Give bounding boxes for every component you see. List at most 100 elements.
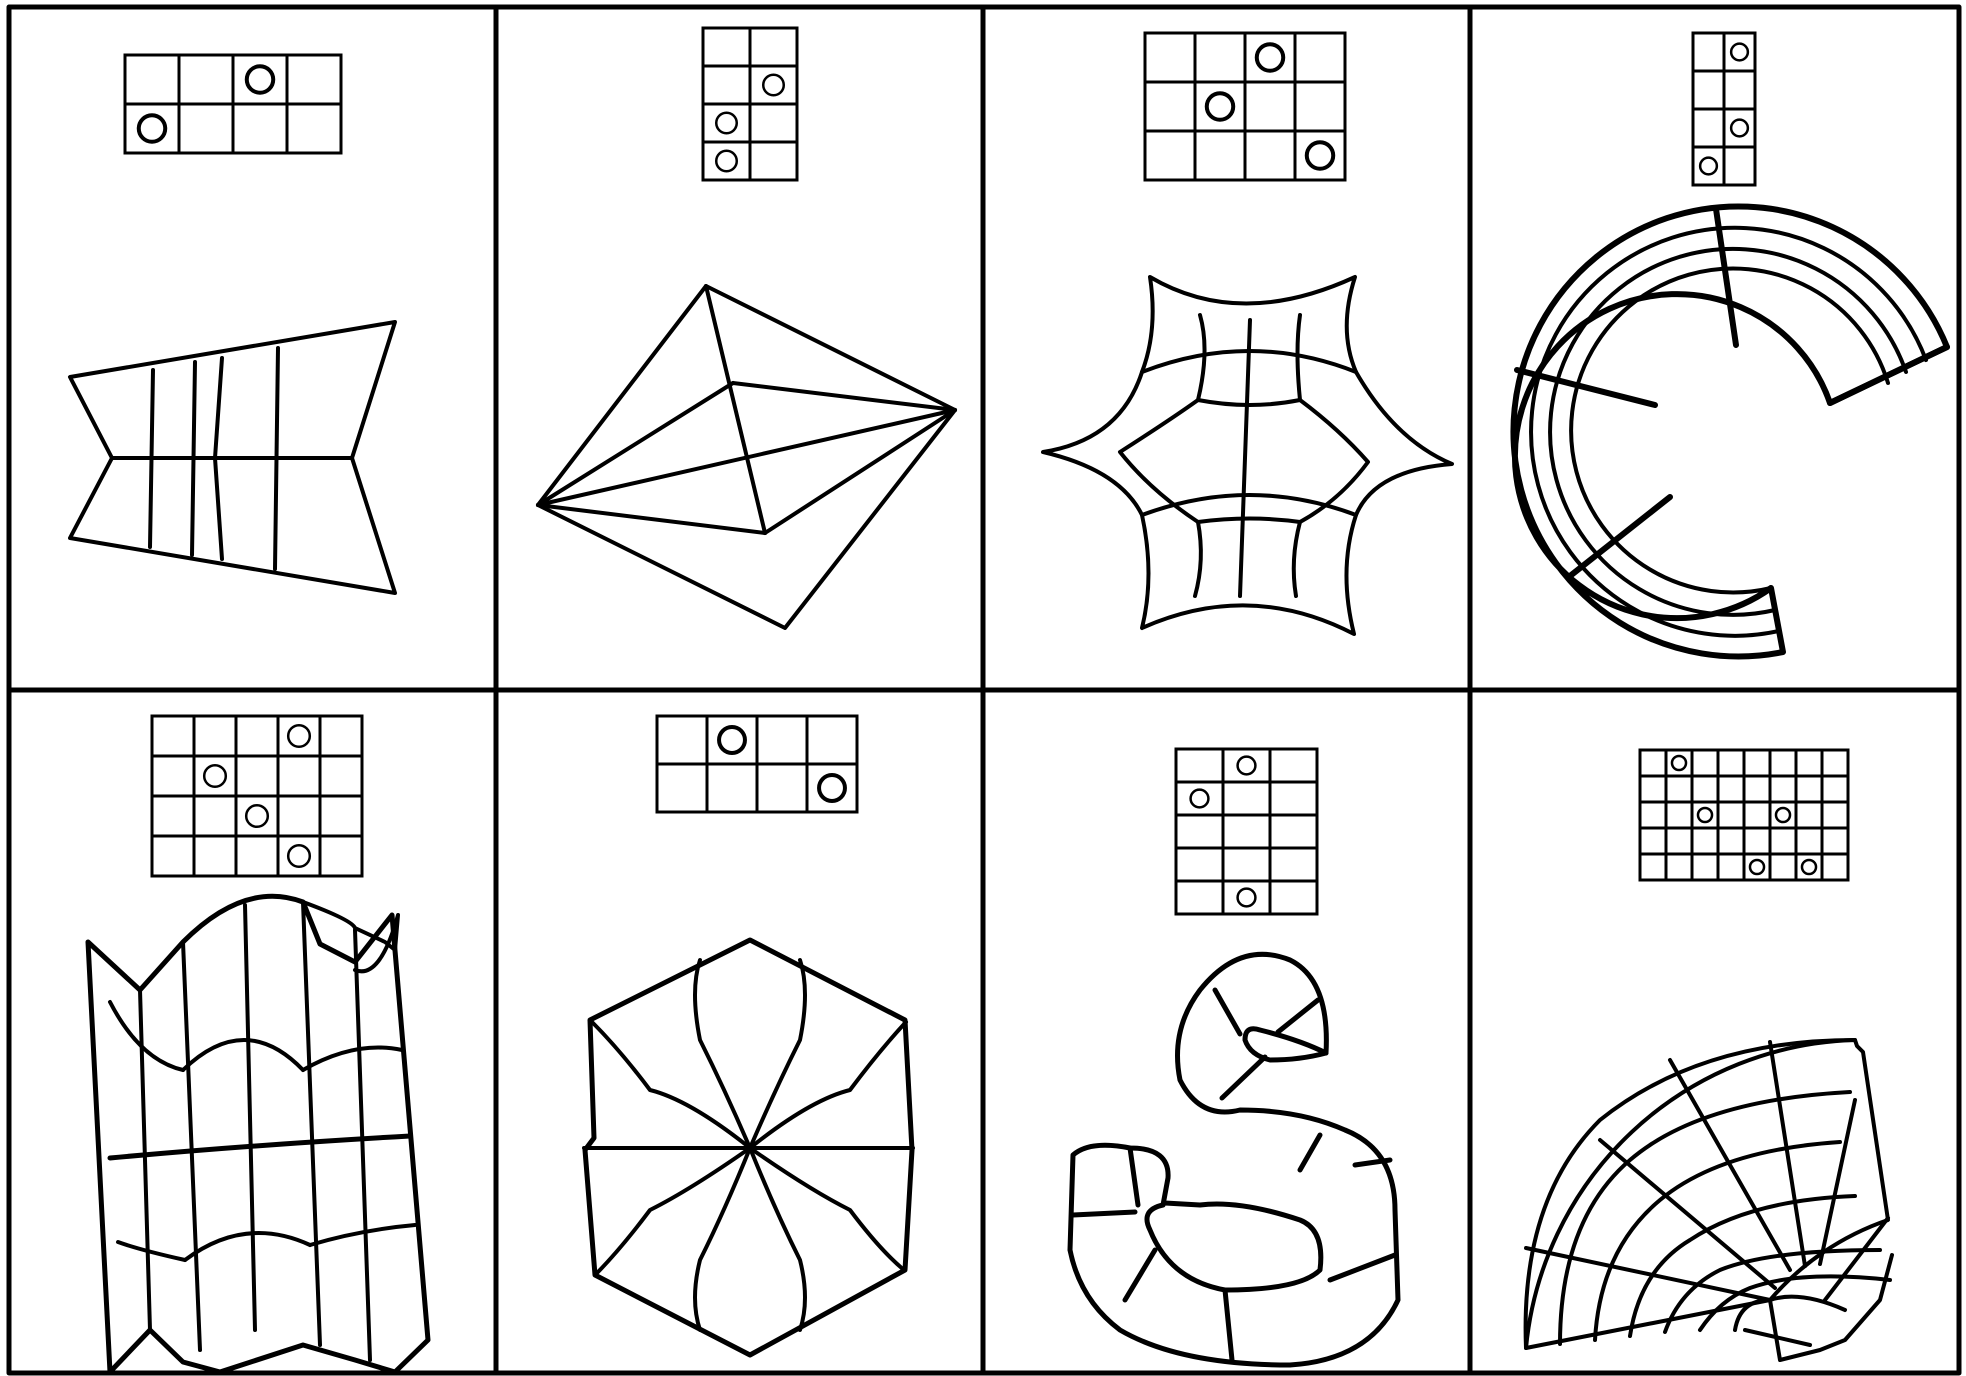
card-2 [538, 28, 955, 628]
grid-circle-marker [716, 151, 737, 172]
grid-cell [1822, 776, 1848, 802]
grid-cell [1666, 750, 1692, 776]
grid-cell [703, 28, 750, 66]
grid-cell [703, 142, 750, 180]
grid-cell [194, 796, 236, 836]
grid-cell [179, 104, 233, 153]
grid-circle-marker [1257, 44, 1283, 70]
grid-cell [1692, 750, 1718, 776]
grid-cell [1176, 881, 1223, 914]
grid-circle-marker [1750, 860, 1764, 874]
grid-circle-marker [716, 113, 737, 134]
grid-cell [750, 66, 797, 104]
grid-cell [1744, 854, 1770, 880]
grid-cell [1245, 82, 1295, 131]
grid-cell [278, 796, 320, 836]
grid-cell [750, 142, 797, 180]
card-6 [584, 716, 913, 1355]
card-7 [1070, 749, 1398, 1365]
card-8 [1526, 750, 1892, 1360]
card-frames [9, 7, 1959, 1373]
grid-cell [152, 716, 194, 756]
grid-cell [1270, 749, 1317, 782]
grid-cell [1666, 828, 1692, 854]
grid-cell [1822, 828, 1848, 854]
grid-cell [1176, 815, 1223, 848]
card-8-pattern-grid [1640, 750, 1848, 880]
grid-cell [1223, 848, 1270, 881]
grid-cell [194, 836, 236, 876]
grid-cell [1724, 33, 1755, 71]
grid-cell [278, 716, 320, 756]
grid-circle-marker [288, 725, 310, 747]
grid-cell [194, 756, 236, 796]
grid-cell [1270, 881, 1317, 914]
grid-circle-marker [139, 115, 165, 141]
grid-cell [1770, 802, 1796, 828]
grid-cell [1770, 750, 1796, 776]
grid-cell [750, 104, 797, 142]
grid-circle-marker [1238, 889, 1256, 907]
grid-cell [1270, 815, 1317, 848]
grid-cell [1640, 854, 1666, 880]
grid-cell [320, 756, 362, 796]
grid-circle-marker [1700, 158, 1717, 175]
grid-cell [152, 836, 194, 876]
grid-cell [1195, 82, 1245, 131]
grid-cell [1693, 33, 1724, 71]
grid-cell [236, 796, 278, 836]
grid-cell [1718, 776, 1744, 802]
grid-cell [1744, 802, 1770, 828]
grid-cell [1770, 854, 1796, 880]
card-6-pattern-grid [657, 716, 857, 812]
grid-cell [657, 716, 707, 764]
grid-circle-marker [1802, 860, 1816, 874]
grid-cell [757, 716, 807, 764]
grid-cell [1796, 854, 1822, 880]
grid-circle-marker [719, 727, 745, 753]
grid-cell [1718, 802, 1744, 828]
grid-cell [287, 55, 341, 104]
grid-cell [1145, 82, 1195, 131]
card-1 [70, 55, 395, 593]
grid-cell [1770, 776, 1796, 802]
card-1-bowtie-shape [70, 322, 395, 593]
card-2-pattern-grid [703, 28, 797, 180]
grid-cell [236, 716, 278, 756]
grid-cell [1223, 881, 1270, 914]
grid-cell [657, 764, 707, 812]
grid-cell [1195, 131, 1245, 180]
grid-cell [179, 55, 233, 104]
grid-circle-marker [1731, 120, 1748, 137]
card-5 [88, 716, 428, 1372]
grid-cell [1295, 33, 1345, 82]
card-2-kite-shape [538, 286, 955, 628]
grid-cell [194, 716, 236, 756]
grid-cell [1693, 109, 1724, 147]
grid-cell [1270, 782, 1317, 815]
grid-cell [1796, 776, 1822, 802]
grid-cell [807, 764, 857, 812]
grid-cell [707, 764, 757, 812]
grid-circle-marker [1191, 790, 1209, 808]
grid-cell [1666, 802, 1692, 828]
grid-cell [1692, 776, 1718, 802]
card-3-star-shape [1043, 277, 1452, 634]
grid-cell [703, 104, 750, 142]
grid-cell [1145, 131, 1195, 180]
grid-cell [1145, 33, 1195, 82]
card-4 [1513, 33, 1947, 656]
grid-cell [807, 716, 857, 764]
grid-cell [125, 104, 179, 153]
grid-cell [1718, 750, 1744, 776]
grid-cell [1295, 131, 1345, 180]
grid-cell [1666, 776, 1692, 802]
grid-cell [1640, 750, 1666, 776]
grid-cell [1176, 848, 1223, 881]
grid-circle-marker [288, 845, 310, 867]
grid-circle-marker [246, 805, 268, 827]
grid-cell [278, 756, 320, 796]
grid-cell [233, 55, 287, 104]
grid-cell [236, 756, 278, 796]
